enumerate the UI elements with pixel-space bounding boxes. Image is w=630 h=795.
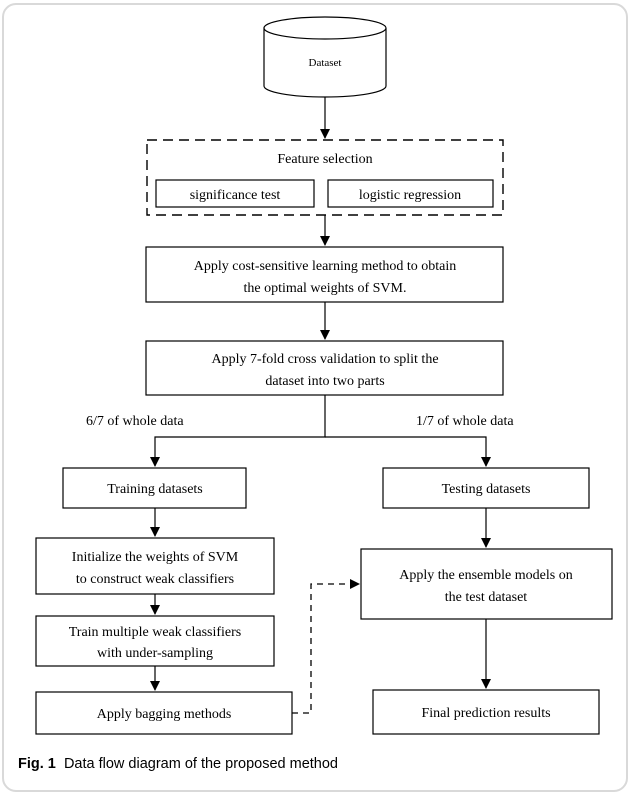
bagging-box: Apply bagging methods [35,691,293,735]
bagging-label: Apply bagging methods [97,707,232,722]
cross-validation-line2: dataset into two parts [265,374,384,389]
train-multiple-line1: Train multiple weak classifiers [69,625,242,640]
ensemble-line2: the test dataset [445,590,528,605]
testing-datasets-box: Testing datasets [382,467,590,509]
logistic-regression-label: logistic regression [359,188,461,203]
ensemble-models-box: Apply the ensemble models on the test da… [360,548,613,620]
dataset-label: Dataset [309,57,342,69]
initialize-weights-box: Initialize the weights of SVM to constru… [35,537,275,595]
ensemble-line1: Apply the ensemble models on [399,568,572,583]
training-datasets-label: Training datasets [107,482,203,497]
cross-validation-box: Apply 7-fold cross validation to split t… [145,340,504,396]
cost-sensitive-line2: the optimal weights of SVM. [244,281,407,296]
train-multiple-line2: with under-sampling [97,646,213,661]
figure-label: Fig. 1 [18,756,56,772]
right-branch-label: 1/7 of whole data [416,414,514,429]
feature-selection-group: Feature selection significance test logi… [146,139,504,216]
final-prediction-box: Final prediction results [372,689,600,735]
training-datasets-box: Training datasets [62,467,247,509]
figure-caption: Fig. 1 Data flow diagram of the proposed… [18,756,618,772]
significance-test-box [155,179,315,208]
arrow-cv-to-testing [325,436,491,467]
arrow-bagging-to-ensemble [292,579,360,714]
initialize-line2: to construct weak classifiers [76,572,234,587]
feature-selection-title: Feature selection [277,152,372,167]
cost-sensitive-line1: Apply cost-sensitive learning method to … [194,259,456,274]
initialize-line1: Initialize the weights of SVM [72,550,239,565]
left-branch-label: 6/7 of whole data [86,414,184,429]
logistic-regression-box [327,179,494,208]
cross-validation-line1: Apply 7-fold cross validation to split t… [211,352,438,367]
final-prediction-label: Final prediction results [421,706,550,721]
cost-sensitive-box: Apply cost-sensitive learning method to … [145,246,504,303]
significance-test-label: significance test [190,188,281,203]
dataset-cylinder: Dataset [263,16,387,98]
arrow-cv-to-training [150,395,326,467]
figure-caption-text: Data flow diagram of the proposed method [63,756,338,772]
train-multiple-box: Train multiple weak classifiers with und… [35,615,275,667]
testing-datasets-label: Testing datasets [442,482,531,497]
